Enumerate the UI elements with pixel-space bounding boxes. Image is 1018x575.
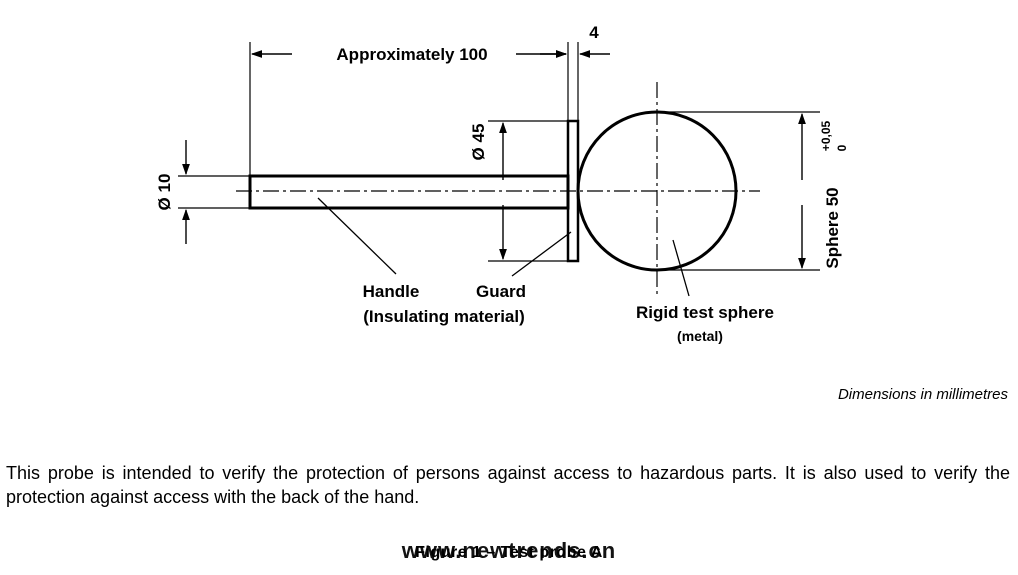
dim-guard-dia-label: Ø 45 xyxy=(469,124,488,161)
leader-guard xyxy=(511,231,572,277)
handle-body xyxy=(248,174,570,210)
dim-sphere-tol-upper: +0,05 xyxy=(819,120,833,151)
leader-sphere xyxy=(672,239,690,297)
dim-guard-thickness-label: 4 xyxy=(589,23,599,42)
watermark: www.newtrends.cn xyxy=(401,538,617,563)
dim-handle-dia-label: Ø 10 xyxy=(155,174,174,211)
description-paragraph: This probe is intended to verify the pro… xyxy=(6,463,1010,507)
dim-sphere-tol-lower: 0 xyxy=(835,144,849,151)
label-handle-material: (Insulating material) xyxy=(363,307,525,326)
figure-caption: Figure 1 – Test probe A xyxy=(415,544,603,561)
label-guard: Guard xyxy=(476,282,526,301)
figure-caption-area: Figure 1 – Test probe A www.newtrends.cn xyxy=(0,538,1018,572)
label-sphere-material: (metal) xyxy=(677,328,723,344)
label-handle: Handle xyxy=(363,282,420,301)
label-sphere: Rigid test sphere xyxy=(636,303,774,322)
leader-handle xyxy=(317,197,397,275)
test-probe-drawing: Approximately 100 4 Ø 10 Ø 45 Sphere 50 … xyxy=(155,23,849,344)
dimensions-note: Dimensions in millimetres xyxy=(837,386,1008,403)
dim-sphere-label: Sphere 50 xyxy=(823,187,842,268)
dim-length-label: Approximately 100 xyxy=(336,45,487,64)
